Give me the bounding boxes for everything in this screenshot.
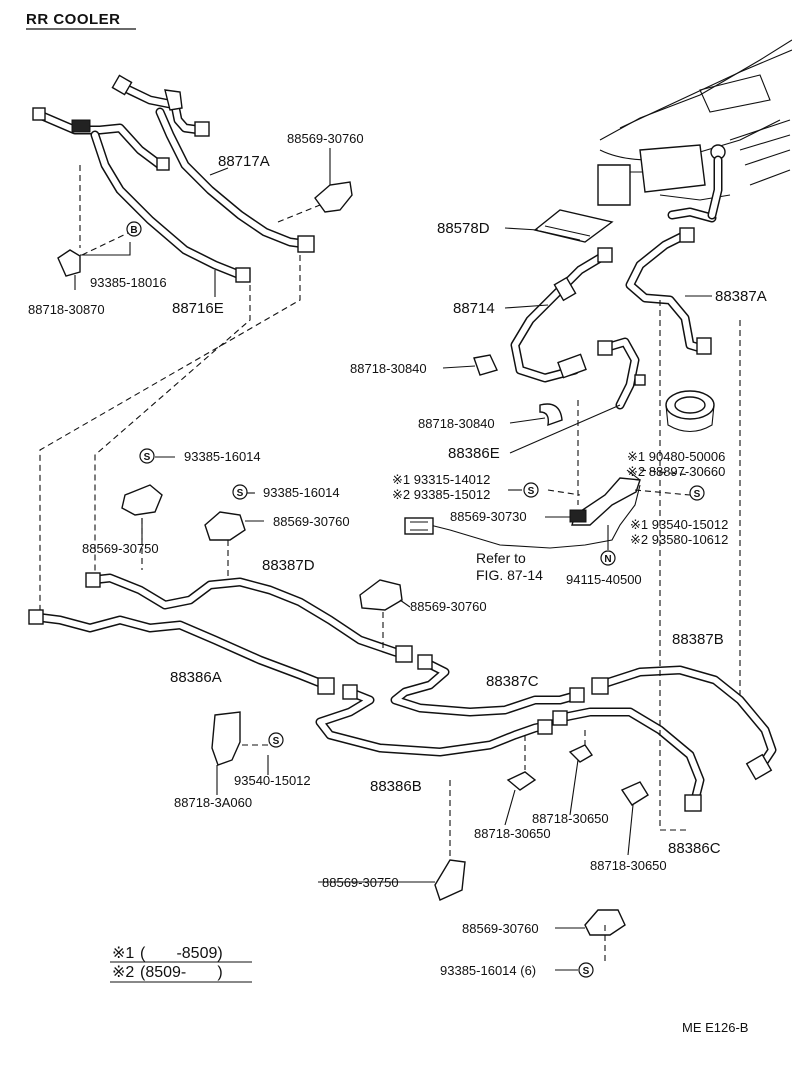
clamp-88569-30760-mid (204, 511, 246, 541)
symbol-s-3: S (523, 482, 539, 498)
part-labels: 88717A 88569-30760 93385-18016 88718-308… (28, 131, 767, 978)
clamp-88718-30650-b (568, 744, 594, 763)
symbol-n: N (600, 550, 616, 566)
clamp-88718-30840-b (539, 403, 563, 427)
note-1-text: ( -8509) (140, 945, 223, 962)
label-88386C: 88386C (668, 840, 721, 857)
label-88569-30750-b: 88569-30750 (322, 875, 399, 890)
note-1-mark: ※1 (112, 945, 134, 962)
leader-lines (74, 148, 712, 971)
label-88569-30760-top: 88569-30760 (287, 131, 364, 146)
svg-text:S: S (528, 486, 535, 497)
label-88714: 88714 (453, 300, 495, 317)
label-93385-18016: 93385-18016 (90, 275, 167, 290)
clamp-88569-30760-d (584, 909, 626, 936)
label-190480-50006: ※1 90480-50006 (627, 449, 725, 464)
label-88569-30760-c: 88569-30760 (410, 599, 487, 614)
note-2-text: (8509- ) (140, 964, 223, 981)
label-88387C: 88387C (486, 673, 539, 690)
svg-text:S: S (273, 736, 280, 747)
label-88718-30650-a: 88718-30650 (532, 811, 609, 826)
label-93540-15012: 93540-15012 (234, 773, 311, 788)
svg-text:S: S (144, 452, 151, 463)
svg-text:S: S (237, 488, 244, 499)
label-293580-10612: ※2 93580-10612 (630, 532, 728, 547)
svg-text:B: B (130, 225, 137, 236)
hose-88387A (625, 227, 712, 355)
clamp-88569-30760-top (314, 181, 353, 213)
symbol-s-2: S (232, 484, 248, 500)
label-293385-15012: ※2 93385-15012 (392, 487, 490, 502)
label-88387B: 88387B (672, 631, 724, 648)
label-88569-30760-d: 88569-30760 (462, 921, 539, 936)
label-88718-3A060: 88718-3A060 (174, 795, 252, 810)
clamp-88569-30760-c (359, 579, 403, 611)
hose-88386E (597, 337, 646, 410)
label-88718-30840-a: 88718-30840 (350, 361, 427, 376)
label-93385-16014-6: 93385-16014 (6) (440, 963, 536, 978)
note-2-mark: ※2 (112, 964, 134, 981)
diagram-title: RR COOLER (26, 11, 121, 28)
symbol-b: B (126, 221, 142, 237)
label-93385-16014-a: 93385-16014 (184, 449, 261, 464)
label-88569-30760-mid: 88569-30760 (273, 514, 350, 529)
bracket-88569-30730 (404, 477, 641, 549)
label-88718-30650-b: 88718-30650 (474, 826, 551, 841)
symbol-s-4: S (689, 485, 705, 501)
hose-88714 (510, 247, 613, 383)
symbol-s-6: S (578, 962, 594, 978)
svg-text:S: S (694, 489, 701, 500)
svg-text:S: S (583, 966, 590, 977)
hose-88386A (28, 609, 335, 695)
clamp-88569-30750-a (121, 484, 163, 516)
clamp-88718-30870 (57, 249, 81, 277)
hose-88387C (390, 654, 585, 717)
label-88386E: 88386E (448, 445, 500, 462)
clamp-88718-30650-a (506, 771, 537, 791)
label-88569-30730: 88569-30730 (450, 509, 527, 524)
engine-body-outline (597, 39, 792, 206)
hose-88387B (591, 665, 777, 781)
label-93385-16014-b: 93385-16014 (263, 485, 340, 500)
svg-text:N: N (604, 554, 611, 565)
clamp-88718-30840-a (473, 354, 498, 376)
symbol-s-1: S (139, 448, 155, 464)
footnotes: ※1 ( -8509) ※2 (8509- ) (110, 945, 252, 983)
clamp-88718-30650-c (620, 781, 649, 806)
hose-88387D (85, 572, 413, 663)
hose-88717A (111, 74, 315, 253)
grommet-90480-50006 (665, 390, 715, 433)
label-88578D: 88578D (437, 220, 490, 237)
label-88718-30840-b: 88718-30840 (418, 416, 495, 431)
refer-to-line2: FIG. 87-14 (476, 567, 543, 583)
label-288897-30660: ※2 88897-30660 (627, 464, 725, 479)
clamp-88569-30750-b (434, 859, 466, 901)
label-88718-30650-c: 88718-30650 (590, 858, 667, 873)
label-88716E: 88716E (172, 300, 224, 317)
clamp-88718-3A060 (211, 711, 241, 766)
label-88387D: 88387D (262, 557, 315, 574)
hose-88386B (315, 684, 553, 757)
symbol-s-5: S (268, 732, 284, 748)
label-88387A: 88387A (715, 288, 767, 305)
label-88717A: 88717A (218, 153, 270, 170)
label-88718-30870: 88718-30870 (28, 302, 105, 317)
label-88386A: 88386A (170, 669, 222, 686)
label-193540-15012: ※1 93540-15012 (630, 517, 728, 532)
label-88569-30750-a: 88569-30750 (82, 541, 159, 556)
figure-code: ME E126-B (682, 1020, 748, 1035)
refer-to-line1: Refer to (476, 550, 526, 566)
hose-88716E (32, 107, 251, 283)
label-193315-14012: ※1 93315-14012 (392, 472, 490, 487)
label-94115-40500: 94115-40500 (566, 572, 642, 587)
label-88386B: 88386B (370, 778, 422, 795)
